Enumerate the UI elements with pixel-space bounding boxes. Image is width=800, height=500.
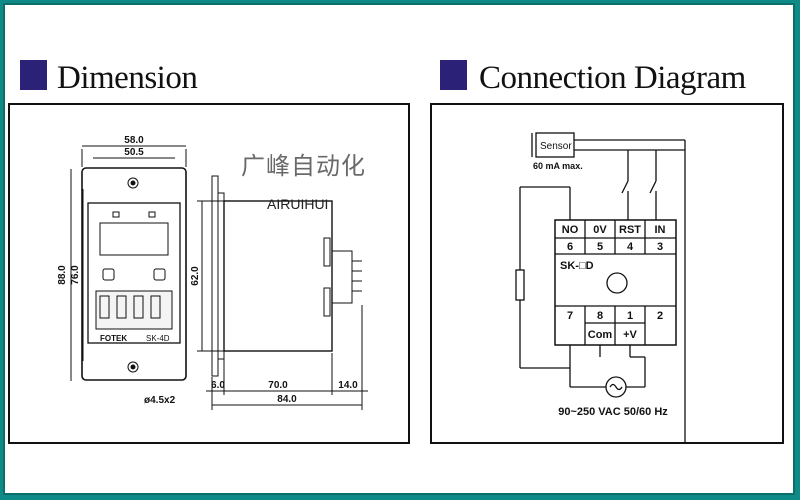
label-width-outer: 58.0 — [124, 135, 144, 146]
button-right — [153, 268, 166, 281]
label-width-inner: 50.5 — [124, 147, 144, 158]
digit-switch-1 — [99, 295, 110, 319]
front-bezel — [81, 167, 187, 381]
mount-hole-top — [127, 177, 139, 189]
label-hole: ø4.5x2 — [144, 395, 176, 406]
ac-source-symbol — [605, 376, 627, 398]
terminal-number-5: 5 — [597, 241, 603, 253]
dimension-title: Dimension — [57, 60, 198, 96]
terminal-rst: RST — [619, 224, 641, 236]
label-depth-total: 84.0 — [277, 394, 297, 405]
label-height-outer: 88.0 — [57, 265, 68, 285]
terminal-no: NO — [562, 224, 579, 236]
switch-in-blade — [649, 180, 657, 194]
side-socket — [331, 250, 353, 304]
label-depth-rear: 14.0 — [338, 380, 358, 391]
side-slot-lower — [323, 287, 331, 317]
ac-wave — [609, 383, 623, 391]
terminal-number-4: 4 — [627, 241, 634, 253]
connection-title-bullet — [440, 60, 467, 90]
terminal-number-8: 8 — [597, 310, 603, 322]
switch-rst-blade — [621, 180, 629, 194]
power-label: 90~250 VAC 50/60 Hz — [558, 406, 668, 418]
mount-hole-top-center — [130, 180, 136, 186]
dimension-title-bullet — [20, 60, 47, 90]
label-brand: FOTEK — [100, 334, 127, 343]
digit-switch-2 — [116, 295, 127, 319]
label-depth-front: 6.0 — [211, 380, 225, 391]
terminal-number-3: 3 — [657, 241, 663, 253]
connection-drawing: Sensor 60 mA max. NO 0V RST IN 6 5 4 3 S… — [515, 132, 686, 450]
terminal-com: Com — [588, 329, 613, 341]
dimension-drawing: 58.0 50.5 88.0 76.0 62.0 6.0 70.0 14.0 8… — [57, 135, 368, 410]
connection-title: Connection Diagram — [479, 60, 746, 96]
terminal-0v: 0V — [593, 224, 607, 236]
indicator-left — [112, 211, 120, 218]
side-body — [223, 200, 333, 352]
sensor-label: Sensor — [540, 141, 572, 152]
connection-panel: Sensor 60 mA max. NO 0V RST IN 6 5 4 3 S… — [430, 103, 784, 450]
watermark-chinese: 广峰自动化 — [241, 152, 366, 180]
button-left — [102, 268, 115, 281]
label-depth-body: 70.0 — [268, 380, 288, 391]
side-slot-upper — [323, 237, 331, 267]
watermark-latin: AIRUIHUI — [267, 196, 329, 212]
terminal-number-7: 7 — [567, 310, 573, 322]
side-bezel — [211, 175, 219, 377]
mount-hole-bottom-center — [130, 364, 136, 370]
sensor-note: 60 mA max. — [533, 161, 583, 171]
load-element — [515, 269, 525, 301]
label-side-height: 62.0 — [190, 266, 201, 286]
label-model: SK-4D — [146, 334, 170, 343]
terminal-number-2: 2 — [657, 310, 663, 322]
model-label: SK-□D — [560, 260, 594, 272]
clock-symbol — [606, 272, 628, 294]
terminal-number-6: 6 — [567, 241, 573, 253]
indicator-right — [148, 211, 156, 218]
terminal-in: IN — [655, 224, 666, 236]
digit-switch-3 — [133, 295, 144, 319]
dimension-panel: 58.0 50.5 88.0 76.0 62.0 6.0 70.0 14.0 8… — [8, 103, 410, 444]
terminal-plus-v: +V — [623, 329, 637, 341]
sensor-box — [535, 132, 575, 158]
label-height-inner: 76.0 — [70, 265, 81, 285]
lcd-display — [99, 222, 169, 256]
terminal-number-1: 1 — [627, 310, 633, 322]
mount-hole-bottom — [127, 361, 139, 373]
digit-switch-4 — [150, 295, 161, 319]
side-panel-clamp — [217, 192, 225, 360]
front-panel — [87, 202, 181, 344]
